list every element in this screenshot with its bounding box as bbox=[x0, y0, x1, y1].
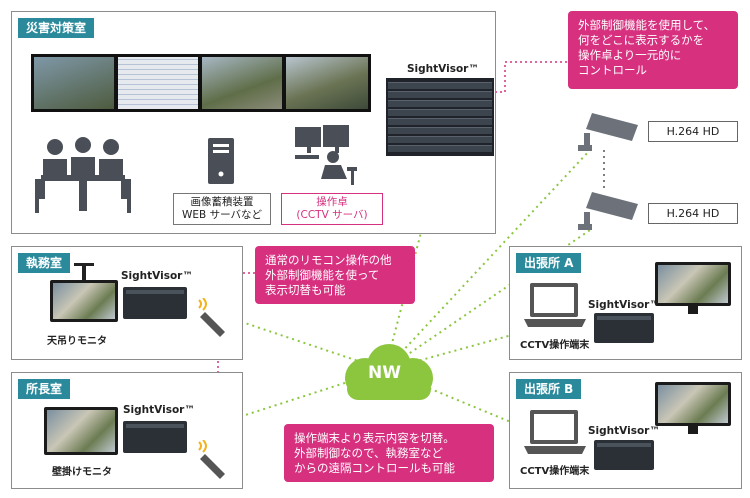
branch-b-sightvisor-device bbox=[594, 440, 654, 470]
ceiling-monitor bbox=[50, 280, 118, 322]
duty-room-label: 執務室 bbox=[18, 253, 71, 273]
branch-a-monitor bbox=[655, 262, 731, 306]
camera-1-label: H.264 HD bbox=[648, 121, 738, 142]
disaster-room-label: 災害対策室 bbox=[18, 18, 95, 38]
link-camera-1 bbox=[384, 149, 591, 371]
camera-2-label: H.264 HD bbox=[648, 203, 738, 224]
ceiling-monitor-caption: 天吊りモニタ bbox=[47, 336, 107, 347]
sightvisor-rack bbox=[386, 78, 494, 156]
ceiling-mount-icon bbox=[74, 263, 94, 281]
branch-b-label: 出張所 B bbox=[516, 379, 582, 399]
branch-a-sightvisor-label: SightVisor™ bbox=[588, 299, 660, 311]
cctv-camera-icon bbox=[578, 192, 638, 230]
director-sightvisor-device bbox=[123, 421, 187, 453]
branch-a-sightvisor-device bbox=[594, 313, 654, 343]
monitor-stand bbox=[688, 306, 698, 314]
video-wall bbox=[31, 54, 371, 112]
network-cloud-icon bbox=[345, 344, 433, 400]
control-link-top bbox=[495, 61, 568, 93]
duty-sightvisor-label: SightVisor™ bbox=[121, 270, 193, 282]
storage-server-label: 画像蓄積装置 WEB サーバなど bbox=[173, 193, 271, 225]
wall-monitor bbox=[44, 407, 118, 455]
duty-sightvisor-device bbox=[123, 287, 187, 319]
disaster-sightvisor-label: SightVisor™ bbox=[407, 63, 479, 75]
console-label: 操作卓 (CCTV サーバ) bbox=[281, 193, 383, 225]
network-label: NW bbox=[368, 363, 401, 383]
laptop-icon bbox=[524, 410, 586, 454]
callout-terminal-switch: 操作端末より表示内容を切替。 外部制御なので、執務室など からの遠隔コントロール… bbox=[284, 424, 494, 482]
remote-control-icon bbox=[198, 298, 225, 337]
meeting-people-icon bbox=[35, 137, 131, 213]
link-branch-b bbox=[384, 369, 531, 431]
wall-monitor-caption: 壁掛けモニタ bbox=[52, 467, 112, 478]
laptop-icon bbox=[524, 283, 586, 327]
operator-console-icon bbox=[295, 125, 357, 185]
branch-a-terminal-caption: CCTV操作端末 bbox=[520, 340, 590, 351]
cctv-camera-icon bbox=[578, 113, 638, 151]
branch-a-label: 出張所 A bbox=[516, 253, 582, 273]
branch-b-sightvisor-label: SightVisor™ bbox=[588, 425, 660, 437]
callout-central-control: 外部制御機能を使用して、 何をどこに表示するかを 操作卓より一元的に コントロー… bbox=[568, 11, 738, 89]
branch-b-terminal-caption: CCTV操作端末 bbox=[520, 466, 590, 477]
remote-control-icon bbox=[198, 440, 225, 479]
server-tower-icon bbox=[208, 138, 234, 184]
branch-b-monitor bbox=[655, 382, 731, 426]
director-sightvisor-label: SightVisor™ bbox=[123, 404, 195, 416]
monitor-stand bbox=[688, 426, 698, 434]
callout-remote-switch: 通常のリモコン操作の他 外部制御機能を使って 表示切替も可能 bbox=[255, 246, 415, 304]
director-room-label: 所長室 bbox=[18, 379, 71, 399]
